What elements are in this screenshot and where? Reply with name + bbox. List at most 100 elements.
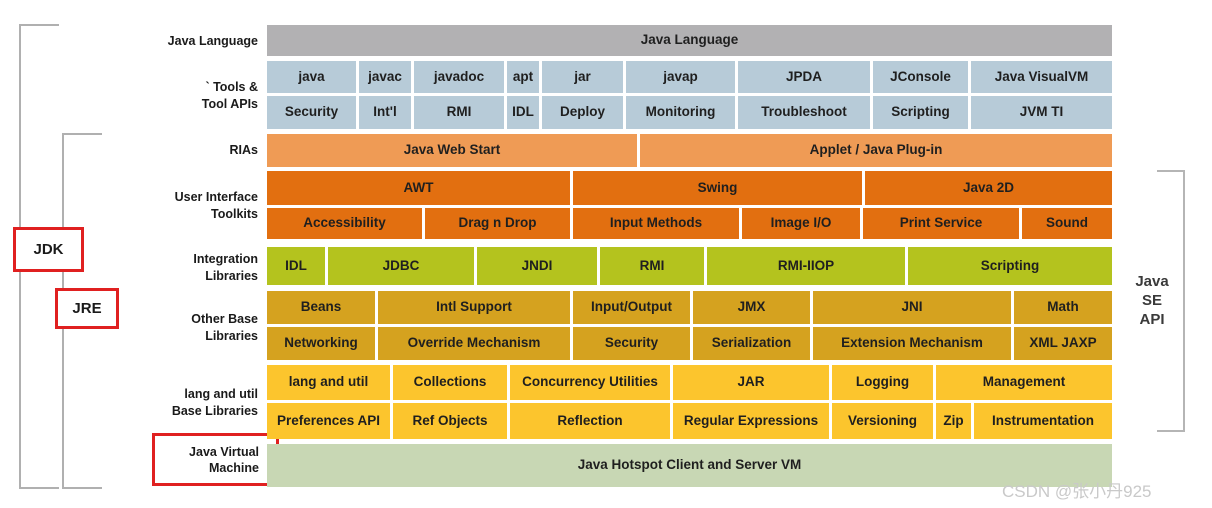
cell-javadoc: javadoc bbox=[414, 61, 504, 93]
jvm-label-line-1: Java Virtual bbox=[189, 444, 259, 459]
cell-drag-n-drop: Drag n Drop bbox=[425, 208, 570, 239]
row-label-line: ` Tools & bbox=[205, 80, 258, 94]
cell-versioning: Versioning bbox=[832, 403, 933, 439]
cell-java-2d: Java 2D bbox=[865, 171, 1112, 205]
cell-idl: IDL bbox=[267, 247, 325, 285]
cell-input-output: Input/Output bbox=[573, 291, 690, 324]
cell-xml-jaxp: XML JAXP bbox=[1014, 327, 1112, 360]
cell-java-hotspot-client-and-server-vm: Java Hotspot Client and Server VM bbox=[267, 444, 1112, 487]
cell-scripting: Scripting bbox=[908, 247, 1112, 285]
cell-zip: Zip bbox=[936, 403, 971, 439]
cell-jar: jar bbox=[542, 61, 623, 93]
cell-ref-objects: Ref Objects bbox=[393, 403, 507, 439]
csdn-watermark: CSDN @张小丹925 bbox=[1002, 482, 1152, 501]
java-se-api-line-1: Java bbox=[1135, 273, 1169, 290]
cell-applet-java-plug-in: Applet / Java Plug-in bbox=[640, 134, 1112, 167]
cell-extension-mechanism: Extension Mechanism bbox=[813, 327, 1011, 360]
cell-logging: Logging bbox=[832, 365, 933, 400]
row-label-java-language: Java Language bbox=[0, 33, 258, 50]
cell-awt: AWT bbox=[267, 171, 570, 205]
java-se-api-bracket-line bbox=[1157, 170, 1185, 432]
cell-math: Math bbox=[1014, 291, 1112, 324]
cell-rmi-iiop: RMI-IIOP bbox=[707, 247, 905, 285]
cell-security: Security bbox=[267, 96, 356, 129]
jdk-box: JDK bbox=[13, 227, 84, 272]
row-label-line: RIAs bbox=[229, 143, 258, 157]
row-label-line: lang and util bbox=[184, 387, 258, 401]
cell-collections: Collections bbox=[393, 365, 507, 400]
cell-java-visualvm: Java VisualVM bbox=[971, 61, 1112, 93]
row-label-line: Tool APIs bbox=[201, 97, 258, 111]
cell-jconsole: JConsole bbox=[873, 61, 968, 93]
row-label-tools-apis: ` Tools & Tool APIs bbox=[0, 79, 258, 113]
cell-input-methods: Input Methods bbox=[573, 208, 739, 239]
cell-deploy: Deploy bbox=[542, 96, 623, 129]
cell-management: Management bbox=[936, 365, 1112, 400]
cell-accessibility: Accessibility bbox=[267, 208, 422, 239]
row-label-line: Base Libraries bbox=[171, 404, 258, 418]
row-label-rias: RIAs bbox=[0, 142, 258, 159]
cell-idl: IDL bbox=[507, 96, 539, 129]
grid-row-java-language: Java Language bbox=[267, 25, 1112, 56]
cell-sound: Sound bbox=[1022, 208, 1112, 239]
java-se-api-line-2: SE bbox=[1141, 292, 1162, 309]
cell-java-language: Java Language bbox=[267, 25, 1112, 56]
cell-javac: javac bbox=[359, 61, 411, 93]
cell-beans: Beans bbox=[267, 291, 375, 324]
row-label-line: Other Base bbox=[191, 312, 258, 326]
cell-jar: JAR bbox=[673, 365, 829, 400]
cell-image-i-o: Image I/O bbox=[742, 208, 860, 239]
cell-int-l: Int'l bbox=[359, 96, 411, 129]
cell-java-web-start: Java Web Start bbox=[267, 134, 637, 167]
cell-intl-support: Intl Support bbox=[378, 291, 570, 324]
cell-preferences-api: Preferences API bbox=[267, 403, 390, 439]
cell-rmi: RMI bbox=[600, 247, 704, 285]
cell-javap: javap bbox=[626, 61, 735, 93]
row-label-line: Toolkits bbox=[211, 207, 258, 221]
row-label-line: Libraries bbox=[205, 269, 258, 283]
java-se-api-line-3: API bbox=[1139, 311, 1165, 328]
jvm-label-line-2: Machine bbox=[208, 460, 259, 475]
java-virtual-machine-box: Java Virtual Machine bbox=[152, 433, 279, 486]
cell-swing: Swing bbox=[573, 171, 862, 205]
cell-jndi: JNDI bbox=[477, 247, 597, 285]
cell-troubleshoot: Troubleshoot bbox=[738, 96, 870, 129]
cell-jdbc: JDBC bbox=[328, 247, 474, 285]
cell-monitoring: Monitoring bbox=[626, 96, 735, 129]
cell-concurrency-utilities: Concurrency Utilities bbox=[510, 365, 670, 400]
jre-label: JRE bbox=[72, 300, 102, 317]
cell-jni: JNI bbox=[813, 291, 1011, 324]
jdk-label: JDK bbox=[33, 241, 64, 258]
cell-jvm-ti: JVM TI bbox=[971, 96, 1112, 129]
cell-java: java bbox=[267, 61, 356, 93]
cell-instrumentation: Instrumentation bbox=[974, 403, 1112, 439]
cell-rmi: RMI bbox=[414, 96, 504, 129]
cell-regular-expressions: Regular Expressions bbox=[673, 403, 829, 439]
jre-box: JRE bbox=[55, 288, 119, 329]
cell-jmx: JMX bbox=[693, 291, 810, 324]
cell-networking: Networking bbox=[267, 327, 375, 360]
java-se-api-label: Java SE API bbox=[1122, 272, 1182, 329]
cell-apt: apt bbox=[507, 61, 539, 93]
row-label-line: User Interface bbox=[174, 190, 258, 204]
row-label-line: Java Language bbox=[167, 34, 258, 48]
cell-lang-and-util: lang and util bbox=[267, 365, 390, 400]
cell-security: Security bbox=[573, 327, 690, 360]
row-label-line: Libraries bbox=[205, 329, 258, 343]
cell-reflection: Reflection bbox=[510, 403, 670, 439]
cell-jpda: JPDA bbox=[738, 61, 870, 93]
